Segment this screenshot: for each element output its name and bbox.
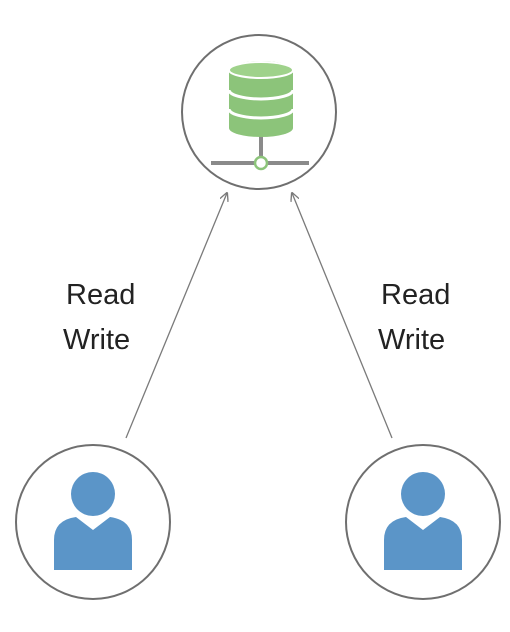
network-node	[253, 155, 269, 171]
user-body	[384, 517, 462, 570]
database-stripe-2	[227, 108, 295, 120]
user-head	[71, 472, 115, 516]
user-body	[54, 517, 132, 570]
database-server-icon	[211, 61, 309, 171]
arrow-left-client-to-server	[125, 193, 227, 439]
client-node-right-circle	[345, 444, 501, 600]
edge-label-right-line1: Read	[381, 279, 450, 311]
user-head	[401, 472, 445, 516]
user-icon	[384, 472, 462, 570]
edge-label-right: Read Write	[378, 279, 450, 356]
edge-label-left-line1: Read	[66, 279, 135, 311]
edge-label-left: Read Write	[63, 279, 135, 356]
client-node-left	[15, 444, 171, 600]
client-node-left-circle	[15, 444, 171, 600]
server-node	[181, 34, 337, 190]
edge-label-left-line2: Write	[63, 324, 130, 356]
database-stripe-1	[227, 89, 295, 101]
user-icon	[54, 472, 132, 570]
arrow-right-client-to-server	[292, 193, 393, 439]
edge-label-right-line2: Write	[378, 324, 445, 356]
database-top	[228, 61, 294, 79]
client-node-right	[345, 444, 501, 600]
